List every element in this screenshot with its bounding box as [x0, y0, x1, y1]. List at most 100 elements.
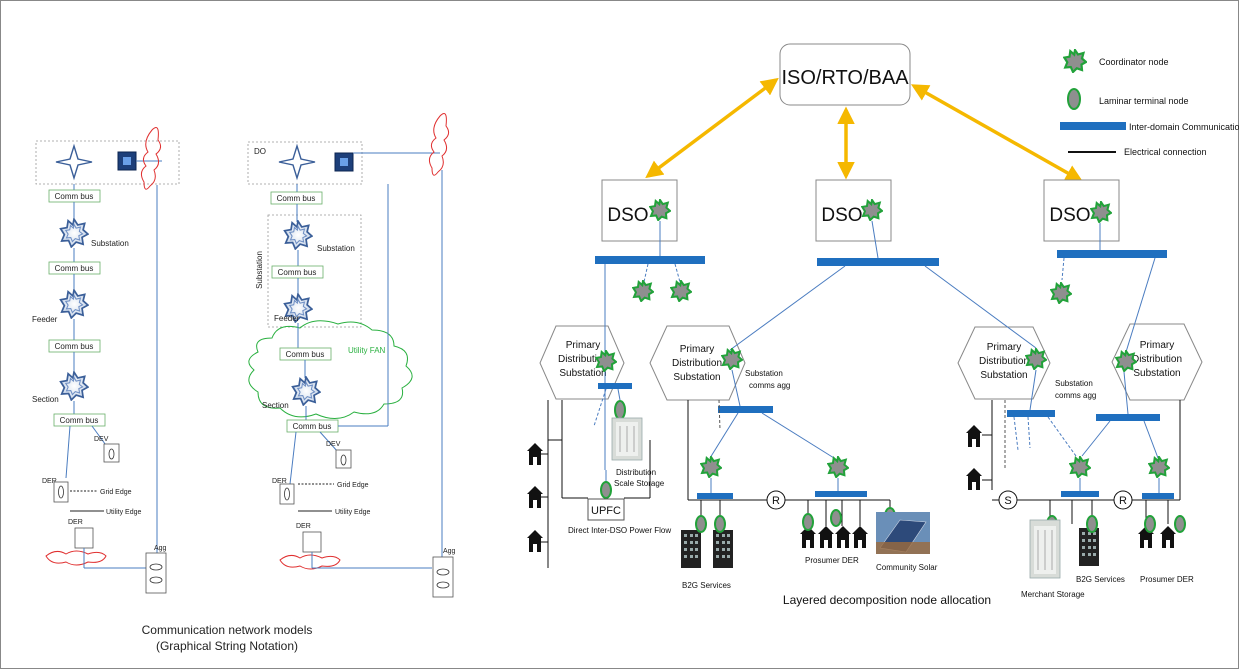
agg-a-box — [145, 552, 167, 594]
der-b1-box — [279, 483, 295, 505]
comm-bus-dso2 — [817, 258, 939, 266]
cloud-a-top-icon — [140, 127, 162, 190]
sub-comms-1-line2: comms agg — [749, 381, 790, 390]
substation-group-b — [267, 214, 362, 328]
laminar-node-icon — [802, 513, 814, 531]
building-icon — [681, 530, 701, 568]
building-icon — [1079, 528, 1099, 566]
utility-fan-label: Utility FAN — [348, 346, 386, 355]
dev-b-box — [335, 449, 352, 469]
comm-bus-b1-label: Comm bus — [277, 194, 316, 203]
upfc-box — [587, 498, 625, 521]
iso-box — [779, 43, 911, 106]
comm-bus-dso1 — [595, 256, 705, 264]
utility-fan-cloud — [248, 320, 413, 419]
dso-2-label: DSO — [821, 205, 862, 226]
iso-dso1-arrow — [645, 77, 779, 179]
comm-bus-sub4 — [1096, 414, 1160, 421]
comm-bus-sub3 — [1007, 410, 1055, 417]
distribution-storage-image — [611, 417, 643, 461]
feeder-a-label: Feeder — [32, 315, 58, 324]
controller-chip-core-icon — [123, 157, 131, 165]
pds-3-hex — [957, 326, 1051, 400]
iso-dso3-arrow — [910, 84, 1084, 182]
legend: Coordinator node Laminar terminal node I… — [1060, 49, 1239, 157]
dev-b-label: DEV — [326, 441, 341, 448]
dist-storage-line2: Scale Storage — [614, 479, 665, 488]
controller-chip-b-core-icon — [340, 158, 348, 166]
laminar-node-icon — [600, 481, 612, 499]
pds-3-line2: Distribution — [979, 356, 1029, 367]
model-a: Comm bus Substation Comm bus Feeder Comm… — [32, 127, 180, 594]
right-diagram: ISO/RTO/BAA DSO DSO DSO Primary Distri — [527, 43, 1203, 607]
laminar-node-icon — [1144, 515, 1156, 533]
grid-edge-a-label: Grid Edge — [100, 489, 132, 496]
cloud-b-bottom-icon — [279, 554, 341, 570]
left-caption-line1: Communication network models — [142, 623, 313, 637]
der-b2-box — [302, 531, 322, 553]
comm-bus-a1-label: Comm bus — [55, 192, 94, 201]
direct-power-flow-label: Direct Inter-DSO Power Flow — [568, 526, 671, 535]
comm-bus-dso3 — [1057, 250, 1167, 258]
cloud-b-top-icon — [428, 113, 450, 176]
community-solar-image — [876, 512, 930, 554]
laminar-node-icon — [1067, 88, 1081, 110]
der-a1-box — [53, 481, 69, 503]
grid-edge-b-label: Grid Edge — [337, 482, 369, 489]
dso-1-label: DSO — [607, 205, 648, 226]
r-node-2 — [1113, 490, 1133, 510]
upfc-label: UPFC — [591, 505, 621, 517]
comm-bus-b2-label: Comm bus — [278, 268, 317, 277]
der-a2-box — [74, 527, 94, 549]
pds-2-line2: Distribution — [672, 358, 722, 369]
pds-4-line2: Distribution — [1132, 354, 1182, 365]
dso-3-label: DSO — [1049, 205, 1090, 226]
r-node-1-label: R — [772, 495, 780, 507]
do-box-b — [247, 141, 363, 185]
laminar-node-icon — [614, 400, 626, 420]
der-b2-label: DER — [296, 523, 311, 530]
sub-comms-2-line1: Substation — [1055, 379, 1093, 388]
pds-4-line3: Substation — [1133, 368, 1180, 379]
agg-b-label: Agg — [443, 548, 456, 555]
do-box-a — [35, 140, 180, 185]
laminar-node-icon — [1174, 515, 1186, 533]
pds-3-line3: Substation — [980, 370, 1027, 381]
prosumer-der-2-label: Prosumer DER — [1140, 575, 1194, 584]
pds-1-line3: Substation — [559, 368, 606, 379]
laminar-node-icon — [1086, 515, 1098, 533]
agg-a-label: Agg — [154, 545, 167, 552]
s-node-label: S — [1004, 495, 1011, 507]
pds-4-hex — [1111, 323, 1203, 401]
comm-bus-a3-label: Comm bus — [55, 342, 94, 351]
pds-2-line3: Substation — [673, 372, 720, 383]
laminar-node-icon — [714, 515, 726, 533]
iso-label: ISO/RTO/BAA — [781, 67, 909, 89]
laminar-node-icon — [695, 515, 707, 533]
s-node — [998, 490, 1018, 510]
left-caption-line2: (Graphical String Notation) — [156, 639, 298, 653]
merchant-storage-label: Merchant Storage — [1021, 590, 1085, 599]
pds-3-line1: Primary — [987, 342, 1021, 353]
do-b-label: DO — [254, 147, 266, 156]
comm-bus-a4 — [53, 413, 106, 427]
r-node-1 — [766, 490, 786, 510]
r-node-2-label: R — [1119, 495, 1127, 507]
model-b: DO Comm bus Substation Substation Comm b… — [247, 113, 456, 598]
b2g-services-1-label: B2G Services — [682, 581, 731, 590]
legend-bus-label: Inter-domain Communication bus — [1129, 122, 1239, 132]
community-solar-label: Community Solar — [876, 563, 938, 572]
comm-bus-a2-label: Comm bus — [55, 264, 94, 273]
sub-comms-2-line2: comms agg — [1055, 391, 1096, 400]
pds-4-line1: Primary — [1140, 340, 1174, 351]
comm-bus-sub2 — [718, 406, 773, 413]
der-a1-label: DER — [42, 478, 57, 485]
pds-2-line1: Primary — [680, 344, 714, 355]
building-icon — [713, 530, 733, 568]
pds-2-hex — [649, 325, 746, 401]
do-star-b-icon — [278, 143, 316, 181]
utility-edge-b-label: Utility Edge — [335, 509, 371, 516]
comm-bus-edge3 — [1061, 491, 1099, 497]
do-star-icon — [55, 143, 93, 181]
